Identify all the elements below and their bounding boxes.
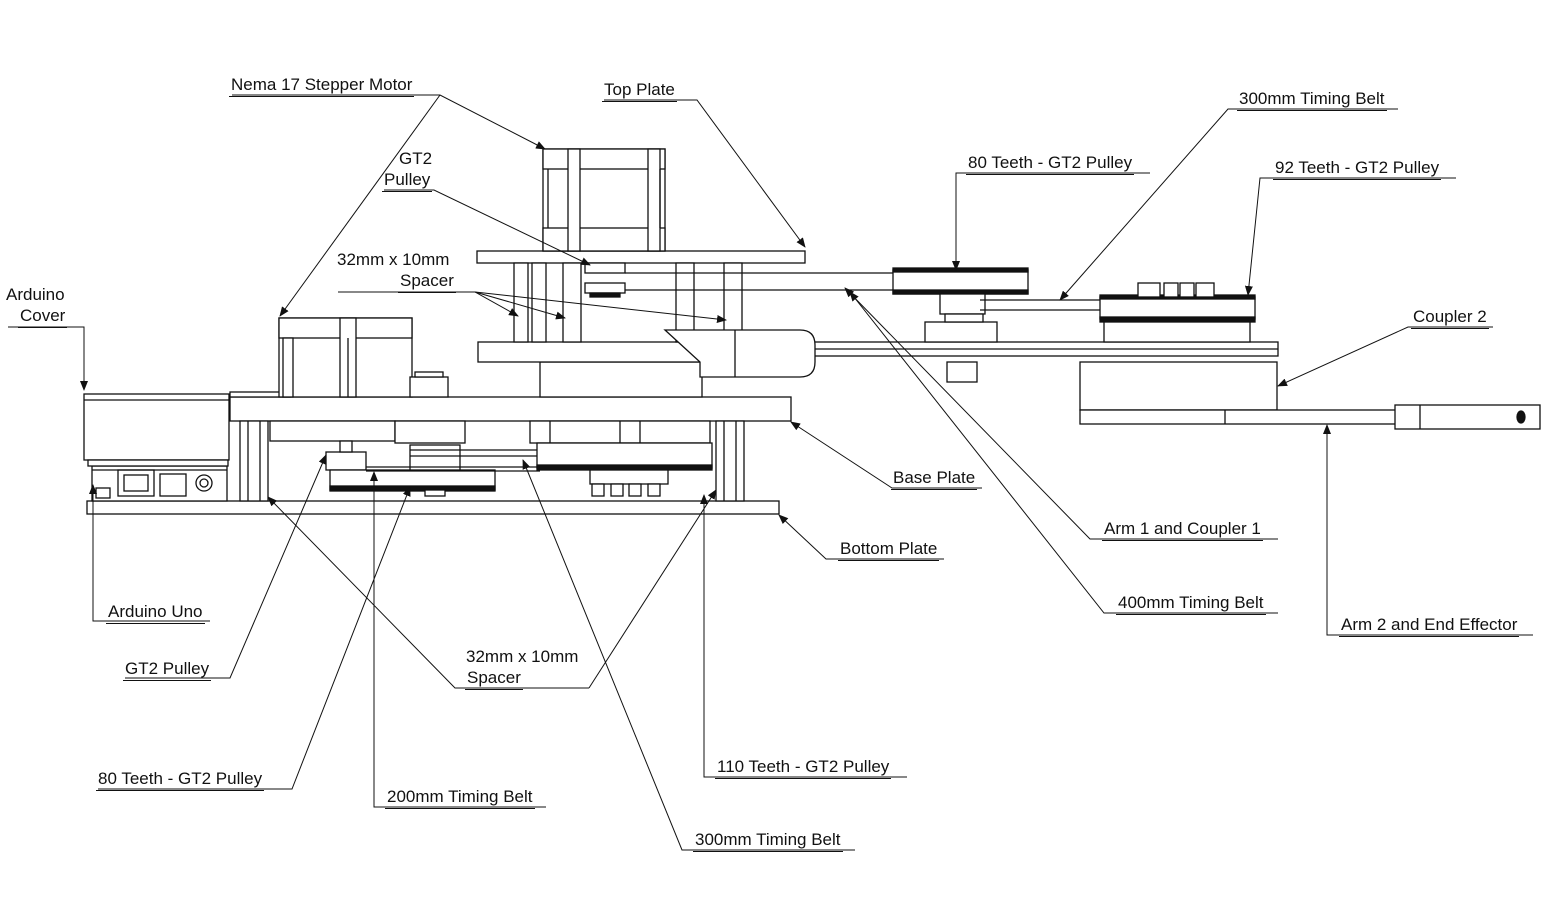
leader-spacer-top-a (338, 291, 519, 317)
label-spacer-top-line2: Spacer (398, 270, 456, 293)
leader-92t (1244, 177, 1456, 296)
leader-400 (849, 291, 1278, 614)
label-200: 200mm Timing Belt (385, 786, 535, 809)
label-spacer-bottom-line2: Spacer (465, 667, 523, 690)
leader-gt2-bottom (125, 454, 327, 679)
nema17-motor-shape (542, 148, 666, 252)
lower-gt2-pulley-shape (325, 451, 367, 471)
label-bottom-plate: Bottom Plate (838, 538, 940, 561)
label-spacer-top-line1: 32mm x 10mm (337, 250, 450, 269)
lower-spacer-left (239, 420, 269, 502)
label-110t: 110 Teeth - GT2 Pulley (715, 756, 892, 779)
mechanism (83, 148, 1541, 515)
label-400: 400mm Timing Belt (1116, 592, 1266, 615)
leader-80t-bottom (98, 486, 411, 790)
label-92t: 92 Teeth - GT2 Pulley (1273, 157, 1442, 180)
leader-gt2-top (384, 189, 591, 266)
leader-arduino-uno (89, 484, 210, 622)
top-plate-shape (476, 250, 806, 264)
label-arm1-coupler1: Arm 1 and Coupler 1 (1102, 518, 1263, 541)
label-300-top: 300mm Timing Belt (1237, 88, 1387, 111)
label-gt2-bottom: GT2 Pulley (123, 658, 212, 681)
label-coupler2: Coupler 2 (1411, 306, 1489, 329)
base-plate-shape (229, 396, 792, 422)
label-arm2: Arm 2 and End Effector (1339, 614, 1520, 637)
label-arduino-cover-line1: Arduino (6, 285, 65, 304)
leader-lines (8, 94, 1533, 851)
coupler2-shape (1079, 361, 1278, 411)
leader-nema17 (232, 94, 546, 150)
label-top-plate: Top Plate (602, 79, 677, 102)
arduino-uno-shape (91, 465, 228, 502)
leader-spacer-top-b (474, 291, 566, 320)
label-base-plate: Base Plate (891, 467, 978, 490)
leader-spacer-bottom-a (267, 496, 589, 689)
leader-arm1 (844, 287, 1278, 540)
label-arduino-cover-line2: Cover (18, 305, 68, 328)
pulley-80t-elbow-shape (892, 267, 1029, 383)
pulley-110t-shape (536, 442, 713, 469)
arduino-cover-shape (83, 393, 230, 467)
pulley-92t-shape (1099, 282, 1256, 343)
leader-200 (370, 471, 546, 808)
arm2-shape (1079, 404, 1541, 430)
label-gt2-top-line2: Pulley (382, 169, 433, 192)
leader-bottom-plate (778, 514, 944, 560)
label-spacer-bottom-line1: 32mm x 10mm (466, 647, 579, 666)
leader-top-plate (604, 99, 806, 248)
leader-arduino-cover (8, 326, 88, 391)
leader-coupler2 (1277, 326, 1493, 387)
label-80t-bottom: 80 Teeth - GT2 Pulley (96, 768, 265, 791)
leader-110t (700, 494, 907, 778)
leader-base-plate (790, 421, 982, 489)
leader-spacer-top-c (474, 291, 727, 323)
lower-spacer-right (715, 420, 745, 502)
leader-spacer-bottom-b (588, 489, 717, 689)
label-80t-top: 80 Teeth - GT2 Pulley (966, 152, 1135, 175)
leader-300-top (1059, 108, 1398, 301)
leader-nema17-lower (279, 94, 441, 317)
label-gt2-top-line1: GT2 (399, 149, 433, 168)
leader-300-bottom (522, 459, 855, 851)
label-arduino-uno: Arduino Uno (106, 601, 205, 624)
bottom-plate-shape (86, 500, 780, 515)
leader-80t-top (952, 172, 1150, 271)
leader-arm2 (1323, 424, 1533, 636)
label-300-bottom: 300mm Timing Belt (693, 829, 843, 852)
label-nema17: Nema 17 Stepper Motor (229, 74, 415, 97)
lower-stepper-motor-shape (278, 317, 449, 398)
